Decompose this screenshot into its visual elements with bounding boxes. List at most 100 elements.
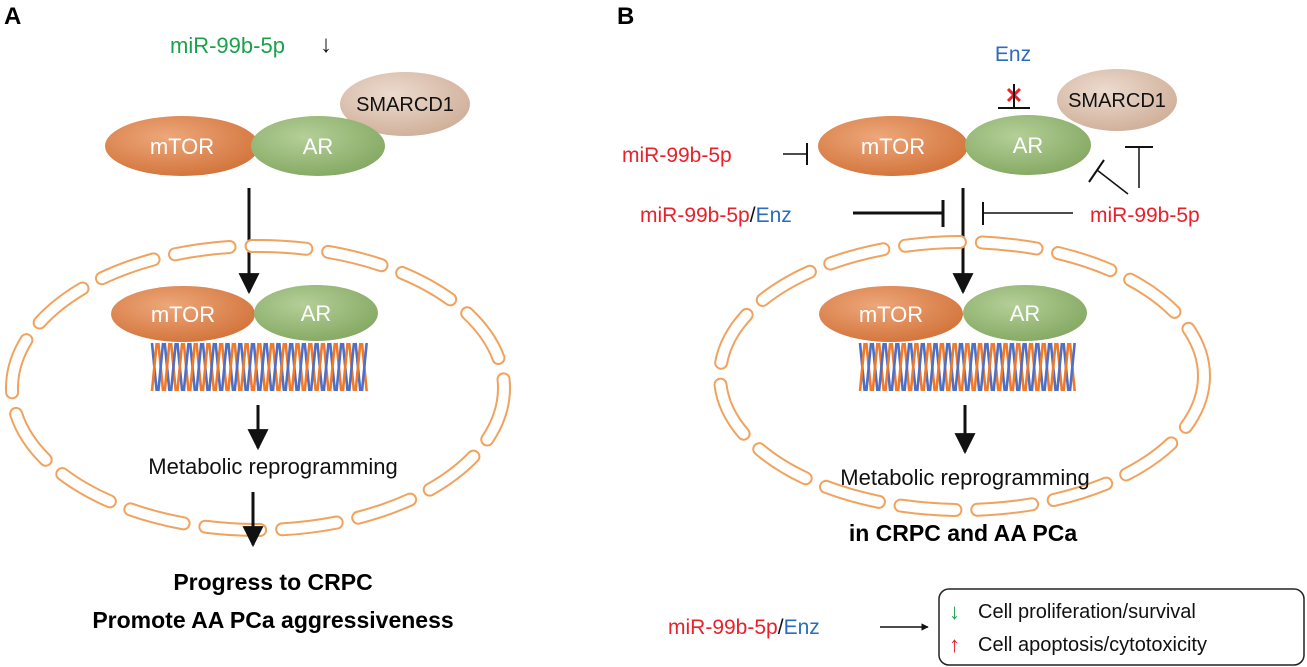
dna-strand-segment [157,342,165,392]
dna-strand-segment [188,342,197,392]
legend-effect-apoptosis: Cell apoptosis/cytotoxicity [978,634,1207,656]
panel-b-mtor-label: mTOR [861,134,925,159]
dna-strand-segment [277,342,286,392]
panel-b-enz-top-label: Enz [995,43,1031,66]
legend-treatment-label: miR-99b-5p/Enz [668,616,820,639]
dna-strand-segment [903,342,911,392]
dna-strand-segment [322,342,330,392]
panel-a-mtor-node [105,116,259,176]
panel-b-combo-enz: Enz [756,204,792,227]
panel-b-nuclear-mtor-label: mTOR [859,302,923,327]
dna-strand-segment [1024,342,1032,392]
panel-b-nuclear-mtor-node [819,286,963,342]
dna-strand-segment [284,342,292,392]
dna-strand-segment [858,342,866,392]
panel-a-outcome-line2: Promote AA PCa aggressiveness [92,607,453,633]
panel-a-nuclear-ar-node [254,285,378,341]
dna-strand-segment [915,342,924,392]
panel-b-combo-label: miR-99b-5p/Enz [640,204,792,227]
dna-strand-segment [246,342,254,392]
dna-strand-segment [909,342,917,392]
dna-strand-segment [1043,342,1051,392]
dna-strand-segment [896,342,905,392]
legend-effects-box [938,588,1305,666]
dna-strand-segment [871,342,879,392]
panel-b-dna-helix [858,342,1076,392]
dna-strand-segment [347,342,356,392]
panel-b-metabolic-label: Metabolic reprogramming [840,465,1089,490]
panel-a-ar-node [251,116,385,176]
dna-strand-segment [176,342,184,392]
dna-strand-segment [214,342,222,392]
panel-a: A miR-99b-5p ↓ SMARCD1 mTOR AR mTOR AR M… [4,3,511,633]
dna-strand-segment [201,342,209,392]
dna-strand-segment [1062,342,1070,392]
dna-strand-segment [335,342,343,392]
dna-strand-segment [227,342,235,392]
dna-strand-segment [163,342,171,392]
dna-strand-segment [922,342,930,392]
dna-strand-segment [960,342,968,392]
panel-a-nuclear-mtor-node [111,286,255,342]
dna-strand-segment [303,342,311,392]
dna-strand-segment [998,342,1006,392]
dna-strand-segment [890,342,898,392]
panel-b-mtor-node [818,116,968,176]
panel-a-nuclear-ar-label: AR [301,301,332,326]
dna-strand-segment [1017,342,1026,392]
dna-strand-segment [935,342,943,392]
dna-strand-segment [928,342,936,392]
legend-treatment-mirna: miR-99b-5p [668,616,778,639]
panel-b-ar-label: AR [1013,133,1044,158]
dna-strand-segment [947,342,956,392]
panel-b-smarcd1-label: SMARCD1 [1068,90,1166,112]
dna-strand-segment [207,342,216,392]
dna-strand-segment [328,342,337,392]
dna-strand-segment [941,342,949,392]
dna-strand-segment [252,342,260,392]
dna-strand-segment [290,342,298,392]
panel-b-nuclear-ar-node [963,285,1087,341]
dna-strand-segment [985,342,994,392]
panel-b-label: B [617,3,634,30]
panel-b-mirna-right-ar-line [1096,169,1129,195]
dna-strand-segment [316,342,324,392]
panel-a-dna-helix [150,342,368,392]
dna-strand-segment [271,342,279,392]
panel-a-outcome-line1: Progress to CRPC [173,569,372,595]
panel-a-mirna-label: miR-99b-5p [170,33,285,58]
dna-strand-segment [258,342,267,392]
dna-strand-segment [150,342,158,392]
legend-up-arrow: ↑ [949,632,960,657]
panel-b-mirna-right-label: miR-99b-5p [1090,204,1200,227]
dna-strand-segment [309,342,318,392]
dna-strand-segment [220,342,228,392]
dna-strand-segment [966,342,975,392]
dna-strand-segment [265,342,273,392]
panel-b-ar-node [965,115,1091,175]
dna-strand-segment [954,342,962,392]
dna-strand-segment [297,342,305,392]
dna-strand-segment [360,342,368,392]
dna-strand-segment [341,342,349,392]
dna-strand-segment [1036,342,1045,392]
panel-a-smarcd1-label: SMARCD1 [356,94,454,116]
panel-b-combo-mirna: miR-99b-5p [640,204,750,227]
panel-b-mirna-left-label: miR-99b-5p [622,144,732,167]
panel-b-nuclear-ar-label: AR [1010,301,1041,326]
dna-strand-segment [1068,342,1076,392]
dna-strand-segment [1011,342,1019,392]
panel-a-downregulation-arrow: ↓ [320,31,332,58]
dna-strand-segment [973,342,981,392]
panel-b-smarcd1-node [1057,69,1177,131]
dna-strand-segment [195,342,203,392]
legend-effect-proliferation: Cell proliferation/survival [978,601,1196,623]
panel-b-context-label: in CRPC and AA PCa [849,520,1078,546]
panel-b-mirna-right-ar-bar [1088,159,1105,183]
panel-b-nucleus-membrane-inner [715,237,1209,515]
panel-a-ar-label: AR [303,134,334,159]
dna-strand-segment [865,342,873,392]
legend-down-arrow: ↓ [949,599,960,624]
panel-b-combo-sep: / [750,204,756,227]
